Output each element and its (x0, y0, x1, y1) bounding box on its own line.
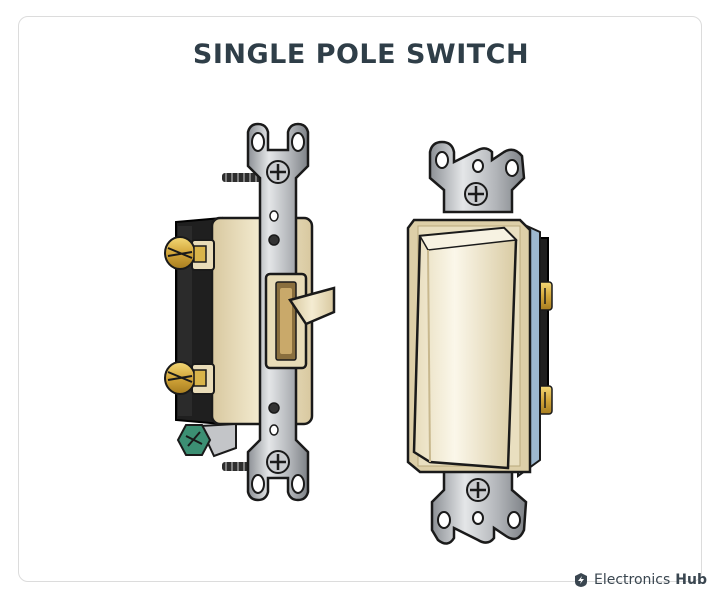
decora-rocker-switch (406, 140, 553, 545)
toggle-switch-side-view (164, 122, 336, 502)
yoke-screw-top (266, 160, 290, 184)
page-title: SINGLE POLE SWITCH (192, 39, 530, 70)
rocker-yoke-screw-bottom (466, 478, 490, 502)
yoke-screw-bottom (266, 450, 290, 474)
brass-terminal-screw-top (164, 236, 215, 271)
brand-word-hub: Hub (675, 572, 707, 588)
green-ground-screw (176, 422, 237, 458)
rocker-yoke-screw-top (464, 182, 488, 206)
brass-terminal-screw-bottom (164, 361, 215, 395)
rocker-yoke-bottom (430, 468, 528, 545)
figure-card: SINGLE POLE SWITCH (18, 16, 702, 582)
brand-word-electronics: Electronics (593, 572, 671, 588)
brand-logo: Electronics Hub (573, 572, 707, 588)
rocker-yoke-top (428, 140, 526, 214)
electronics-hub-logo-icon (574, 573, 587, 587)
